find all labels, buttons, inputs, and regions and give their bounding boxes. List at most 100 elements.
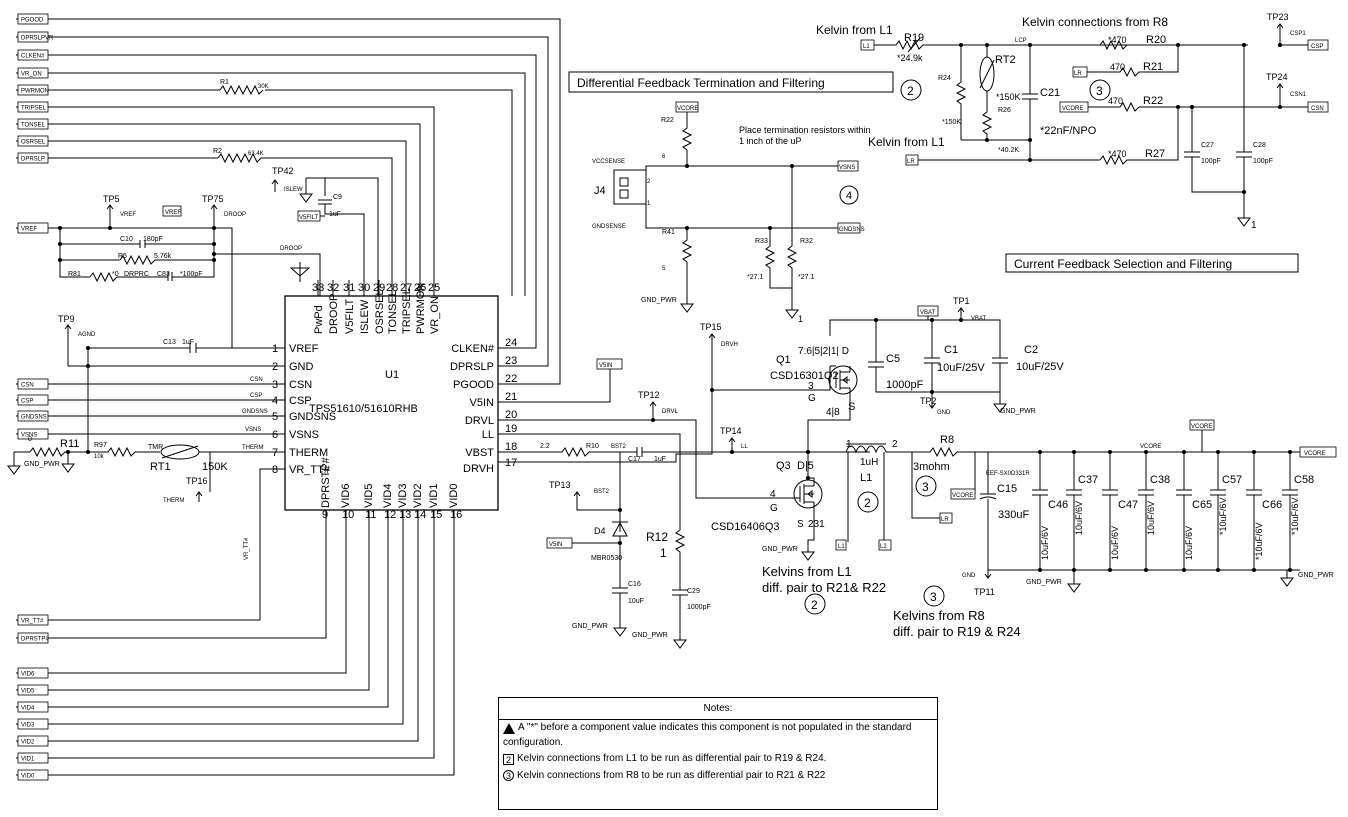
droop-network: TP5 VREF VREF TP75 DROOP C10 180pF R5 5.… <box>48 194 321 349</box>
pin-num-22: 22 <box>505 373 517 385</box>
svg-text:VID2: VID2 <box>21 740 35 746</box>
pin-num-17: 17 <box>505 457 517 469</box>
c5-ref: C5 <box>886 353 900 365</box>
pin-num-7: 7 <box>272 447 278 459</box>
note-row-1: A "*" before a component value indicates… <box>499 720 937 751</box>
v5in-port-2: V5IN <box>549 542 562 548</box>
port-vid4: VID4 <box>16 701 49 713</box>
sense-r32-ref: R32 <box>800 238 813 245</box>
vcore-port-out: VCORE <box>952 493 973 499</box>
c21-ref: C21 <box>1040 87 1060 99</box>
driver-section: V5IN TP12 DRVL R10 2.2 C17 1uF BST2 TP15… <box>498 322 870 649</box>
svg-text:1: 1 <box>1251 220 1257 231</box>
c27-val: 100pF <box>1201 158 1221 165</box>
r27-val: *470 <box>1108 149 1127 159</box>
gnd-pwr-c29: GND_PWR <box>632 632 668 639</box>
c5-val: 1000pF <box>886 379 924 391</box>
vr-tt-net: VR_TT# <box>244 537 250 560</box>
port-vref: VREF <box>16 222 49 234</box>
gnd-pwr-1: GND_PWR <box>24 461 60 468</box>
gnd-pwr-out2: GND_PWR <box>1298 572 1334 579</box>
svg-text:CSP: CSP <box>21 399 33 405</box>
r10-ref: R10 <box>586 443 599 450</box>
kelvin-r8-title: Kelvin connections from R8 <box>1022 15 1168 29</box>
tp13-ref: TP13 <box>549 480 571 490</box>
pin-num-13: 13 <box>399 509 411 521</box>
gnd-pwr-q3: GND_PWR <box>762 546 798 553</box>
mosfet-q3: Q3 D|5 4 G CSD16406Q3 S 231 GND_PWR <box>711 452 825 561</box>
c15-note: EEF-SX0D331R <box>986 471 1030 477</box>
pin-num-15: 15 <box>430 509 442 521</box>
c83-val: *100pF <box>180 271 203 278</box>
pin-name-pwrmon: PWRMON <box>415 283 427 334</box>
note-3: Kelvin connections from R8 to be run as … <box>517 769 826 781</box>
output-stage: 1 2 1uH L1 R8 3mohm L1 L2 LR VCORE GND T… <box>835 419 1337 597</box>
port-vr-on: VR_ON <box>16 67 49 79</box>
top-bus-wires <box>48 18 561 385</box>
sense-r33-val: *27.1 <box>747 274 763 281</box>
port-tonsel: TONSEL <box>16 118 49 130</box>
note-2: Kelvin connections from L1 to be run as … <box>517 753 827 765</box>
q3-s: S <box>797 519 804 530</box>
rt1-ref: RT1 <box>150 461 171 473</box>
svg-text:PWRMON: PWRMON <box>21 89 49 95</box>
tp16-ref: TP16 <box>186 476 208 486</box>
marker-2-a: 2 <box>907 84 914 98</box>
r97-val: 10k <box>94 454 105 460</box>
kelvin-vcore-port: VCORE <box>1062 106 1083 112</box>
port-csp: CSP <box>16 394 49 406</box>
r10-val: 2.2 <box>540 443 550 450</box>
tp15-ref: TP15 <box>700 322 722 332</box>
svg-text:6: 6 <box>662 154 666 160</box>
current-fb-title: Current Feedback Selection and Filtering <box>1014 257 1232 271</box>
c17-val: 1uF <box>654 456 666 463</box>
lr-port: LR <box>941 517 949 523</box>
q1-s: S <box>848 401 855 413</box>
tp16-net: THERM <box>163 498 184 504</box>
pin-num-4: 4 <box>272 395 278 407</box>
c1-val: 10uF/25V <box>937 362 985 374</box>
c10-val: 180pF <box>143 236 163 243</box>
r26-ref: R26 <box>998 107 1011 114</box>
pin-name-dprslp: DPRSLP <box>450 361 494 373</box>
port-vid0: VID0 <box>16 769 49 781</box>
r2-ref: R2 <box>213 148 222 155</box>
pin-name-vsns: VSNS <box>289 429 319 441</box>
pin-name-dprstp#: DPRSTP# <box>320 456 332 508</box>
vsns-net-label: VSNS <box>245 427 261 433</box>
svg-text:OSRSEL: OSRSEL <box>21 140 46 146</box>
svg-text:DPRSLPVR: DPRSLPVR <box>21 36 54 42</box>
tp23-net: CSP1 <box>1290 31 1306 37</box>
r12-ref: R12 <box>646 530 668 544</box>
marker-3-c: 3 <box>930 590 937 604</box>
csp-port: CSP <box>1311 44 1323 50</box>
tp75-ref: TP75 <box>202 194 224 204</box>
d4-part: MBR0530 <box>591 555 622 562</box>
gnd-pwr-sense: GND_PWR <box>641 297 677 304</box>
c1-ref: C1 <box>944 344 958 356</box>
r22-val: 470 <box>1108 96 1123 106</box>
l1-p2: 2 <box>892 439 898 450</box>
c2-ref: C2 <box>1024 344 1038 356</box>
pin-name-csn: CSN <box>289 379 312 391</box>
diff-sense: VCORE R22 VCCSENSE GNDSENSE 6 5 J4 2 1 R… <box>592 101 865 324</box>
vid-routes <box>48 510 455 776</box>
pin-name-vid4: VID4 <box>382 484 394 508</box>
tp5-ref: TP5 <box>103 194 120 204</box>
svg-text:VID4: VID4 <box>21 706 35 712</box>
tp12-ref: TP12 <box>638 390 660 400</box>
vr-tt-route: VR_TT# <box>48 468 327 639</box>
lcp-label: LCP <box>1015 38 1027 44</box>
r11-val: 0 <box>28 436 32 443</box>
cap-val-c65: 10uF/6V <box>1184 526 1194 560</box>
port-dprslp: DPRSLP <box>16 152 49 164</box>
l2-port: L2 <box>880 544 887 550</box>
pin-name-tonsel: TONSEL <box>387 290 399 334</box>
marker-3-b: 3 <box>922 480 929 494</box>
port-clken-: CLKEN# <box>16 49 49 61</box>
c28-val: 100pF <box>1253 158 1273 165</box>
pin-num-23: 23 <box>505 355 517 367</box>
cap-ref-c57: C57 <box>1222 474 1242 486</box>
